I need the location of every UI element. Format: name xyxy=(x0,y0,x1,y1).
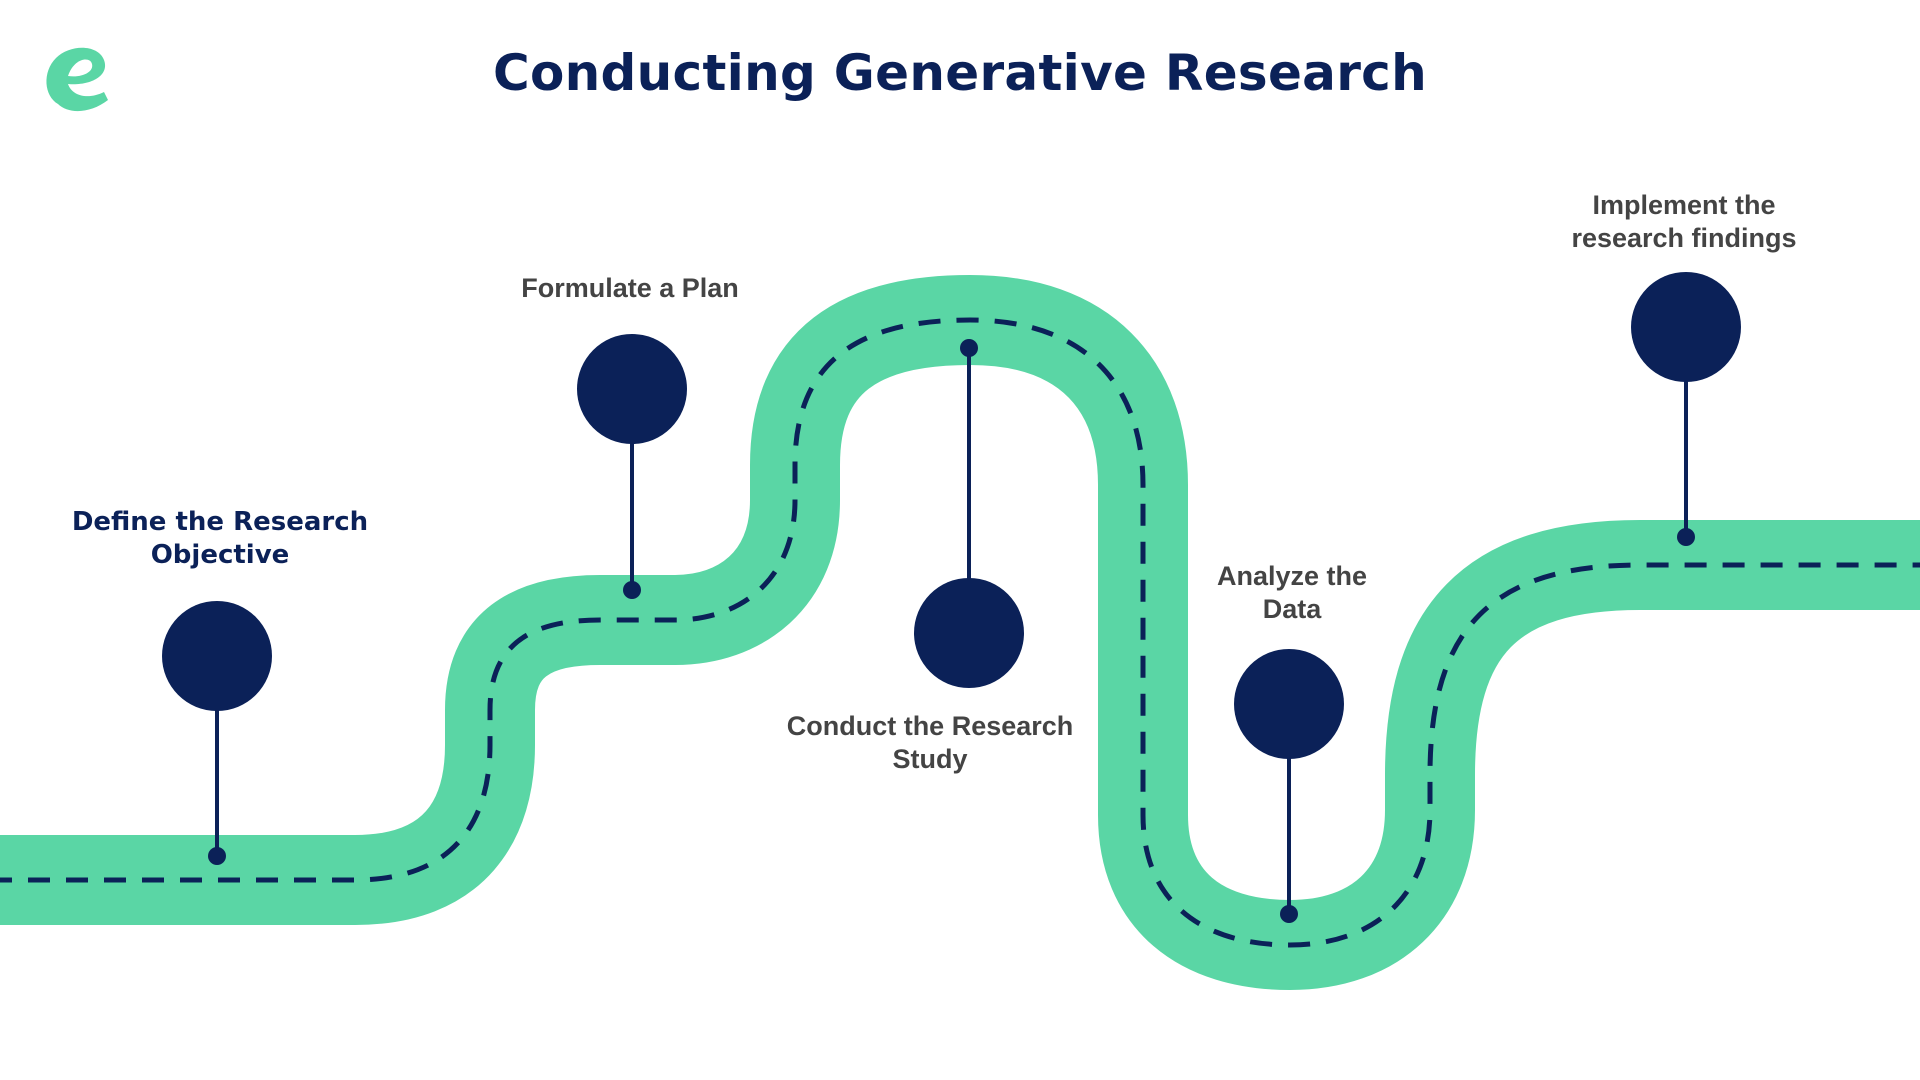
step-label-define-objective: Define the Research Objective xyxy=(70,506,370,572)
step-label-line: Objective xyxy=(150,540,290,570)
step-label-line: Implement the xyxy=(1592,190,1776,220)
step-label-formulate-plan: Formulate a Plan xyxy=(480,272,780,305)
step-label-line: Data xyxy=(1262,594,1322,624)
milestone-implement-findings xyxy=(1631,272,1741,546)
milestone-conduct-study xyxy=(914,339,1024,688)
page-title: Conducting Generative Research xyxy=(492,44,1428,102)
milestone-define-objective xyxy=(162,601,272,865)
step-label-line: Study xyxy=(892,744,968,774)
step-label-conduct-study: Conduct the Research Study xyxy=(770,710,1090,776)
step-label-implement-findings: Implement the research findings xyxy=(1534,189,1834,255)
step-label-line: Analyze the xyxy=(1216,561,1368,591)
milestone-analyze-data xyxy=(1234,649,1344,923)
milestone-formulate-plan xyxy=(577,334,687,599)
e-logo-icon xyxy=(46,47,108,112)
step-label-analyze-data: Analyze the Data xyxy=(1142,560,1442,626)
step-label-line: Define the Research xyxy=(71,507,369,537)
step-label-line: Formulate a Plan xyxy=(521,273,739,303)
road-center-line xyxy=(0,317,1920,948)
step-label-line: research findings xyxy=(1571,223,1797,253)
step-label-line: Conduct the Research xyxy=(786,711,1074,741)
